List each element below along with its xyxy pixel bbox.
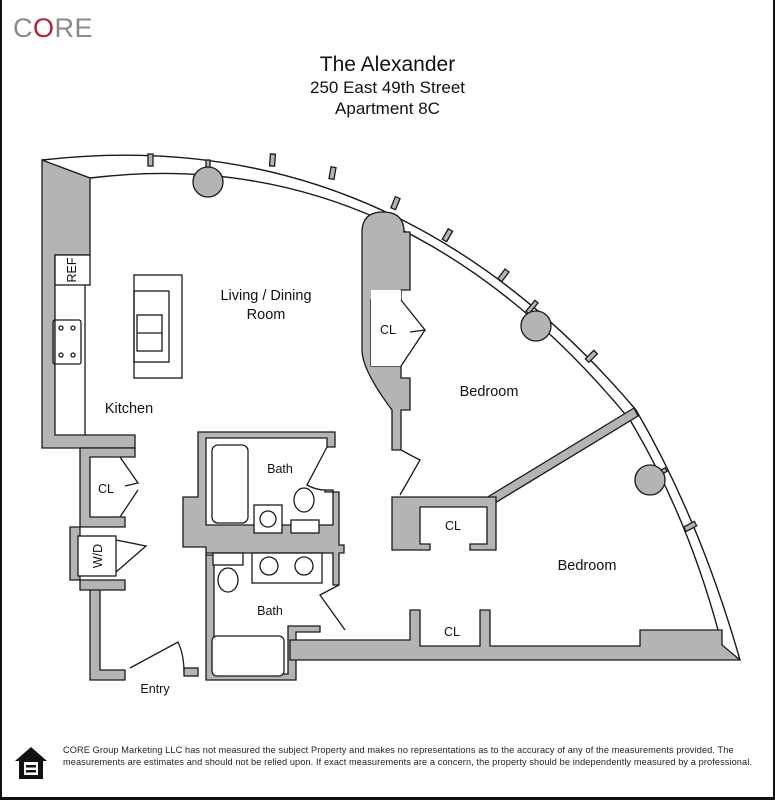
closet-bedroom1-interior <box>371 290 425 366</box>
kitchen-island <box>133 274 183 379</box>
closet-bedroom1-doors <box>400 299 427 367</box>
closet-label-bedroom2-lower: CL <box>444 625 460 639</box>
legal-disclaimer: CORE Group Marketing LLC has not measure… <box>63 745 753 767</box>
washer-dryer-unit <box>77 535 117 577</box>
building-name: The Alexander <box>319 53 456 76</box>
logo-letter-o: O <box>33 13 55 43</box>
bath1-door <box>306 446 328 491</box>
bedroom-divider-wall <box>485 407 639 507</box>
bath2-fixtures <box>211 552 323 677</box>
kitchen-west-wall <box>41 159 136 449</box>
entry-door <box>129 641 185 673</box>
room-label-living: Living / Dining <box>220 288 311 304</box>
hall-closet-doors <box>115 456 148 573</box>
closet-label-hall: CL <box>98 482 114 496</box>
logo-letters-re: RE <box>54 13 94 43</box>
refrigerator-label: REF <box>65 257 79 282</box>
bedroom2-upper-closet-wall <box>391 496 497 551</box>
room-label-bedroom-1: Bedroom <box>460 384 519 400</box>
equal-housing-opportunity-icon <box>15 747 47 779</box>
curved-window-wall <box>41 154 741 661</box>
cooktop <box>52 319 82 365</box>
bath-core-walls <box>182 431 345 681</box>
south-wall <box>289 609 742 661</box>
street-address: 250 East 49th Street <box>310 78 465 97</box>
closet-label-bedroom2-upper: CL <box>445 519 461 533</box>
hall-closet-walls <box>69 447 136 681</box>
core-logo: CORE <box>13 13 93 44</box>
bedroom1-door <box>399 449 421 496</box>
kitchen-counter <box>54 254 91 435</box>
room-label-kitchen: Kitchen <box>105 401 153 417</box>
window-mullions <box>147 153 698 533</box>
entry-label: Entry <box>140 682 170 696</box>
bath1-fixtures <box>211 444 320 534</box>
structural-columns <box>192 159 668 496</box>
bath2-door <box>319 584 346 631</box>
room-label-living-2: Room <box>247 307 286 323</box>
room-label-bedroom-2: Bedroom <box>558 558 617 574</box>
listing-header: The Alexander 250 East 49th Street Apart… <box>0 52 775 119</box>
unit-number: Apartment 8C <box>335 99 440 118</box>
room-label-bath-2: Bath <box>257 604 283 618</box>
closet-label-bedroom1: CL <box>380 323 396 337</box>
logo-letter-c: C <box>13 13 33 43</box>
room-label-bath-1: Bath <box>267 462 293 476</box>
washer-dryer-label: W/D <box>91 544 105 568</box>
entry-wall-stub <box>183 667 199 677</box>
